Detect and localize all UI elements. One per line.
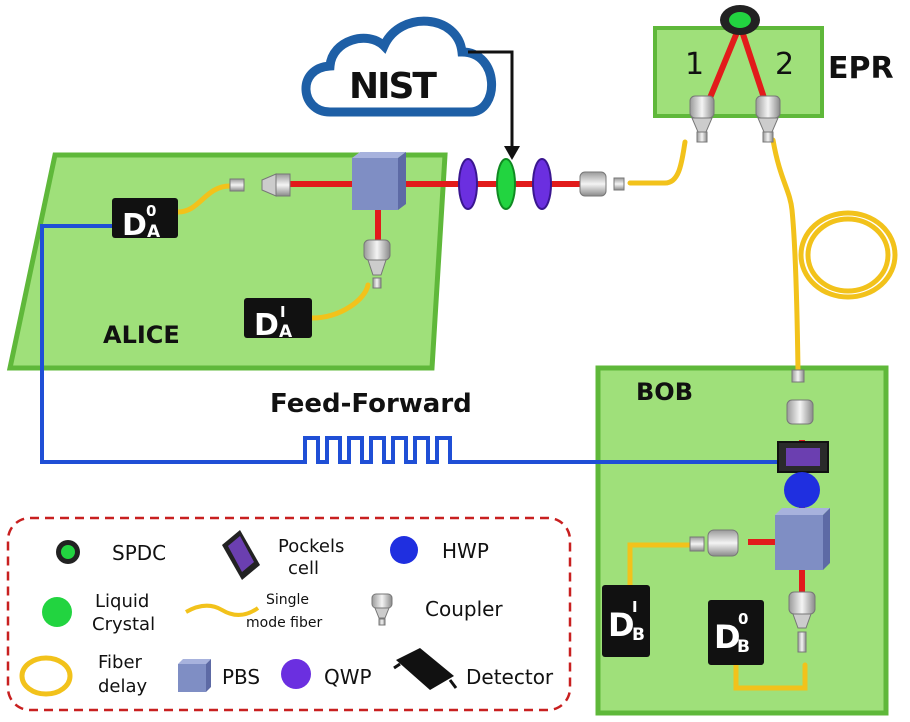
qwp-alice-2	[532, 158, 552, 210]
detector-bob-0: D 0 B	[708, 600, 764, 665]
legend-pbs-label: PBS	[222, 665, 260, 689]
pbs-alice	[352, 152, 406, 210]
detector-alice-0-letter: D	[122, 208, 147, 243]
coupler-alice-v	[363, 239, 391, 289]
spdc-source	[720, 5, 760, 35]
detector-bob-1: D I B	[602, 585, 650, 657]
legend-hwp-label: HWP	[442, 539, 489, 563]
coupler-epr-2	[755, 95, 781, 143]
fibers	[175, 137, 808, 691]
detector-bob-1-sub: B	[632, 625, 645, 645]
legend-pockels-label-1: Pockels	[278, 536, 344, 557]
feed-forward-label: Feed-Forward	[270, 389, 472, 419]
pockels-cell-bob	[777, 441, 829, 473]
legend-smf-swatch	[185, 603, 260, 617]
detector-bob-0-sup: 0	[738, 610, 748, 628]
epr-port-2: 2	[775, 47, 794, 82]
legend-detector-swatch	[393, 648, 458, 690]
detector-bob-0-sub: B	[737, 637, 750, 657]
liquid-crystal-alice	[496, 158, 516, 210]
nist-label: NIST	[349, 66, 437, 107]
hwp-bob	[784, 472, 820, 508]
pbs-bob	[775, 508, 830, 570]
legend-delay-label-1: Fiber	[98, 652, 143, 673]
legend-hwp-swatch	[390, 536, 418, 564]
epr-port-1: 1	[685, 47, 704, 82]
detector-bob-0-letter: D	[714, 618, 741, 656]
legend-pbs-swatch	[178, 659, 211, 692]
qwp-alice-1	[458, 158, 478, 210]
coupler-epr-1	[689, 95, 715, 143]
fiber-delay-coil	[798, 210, 898, 300]
legend-coupler-swatch	[371, 593, 393, 626]
legend-detector-label: Detector	[466, 665, 554, 689]
nist-arrow-head	[504, 146, 520, 160]
detector-alice-0-sup: 0	[146, 202, 156, 220]
epr-table	[653, 26, 824, 118]
legend: SPDC Pockels cell HWP Liquid Crystal Sin…	[6, 516, 572, 712]
nist-control-line	[468, 50, 514, 148]
legend-spdc-label: SPDC	[112, 541, 166, 565]
legend-smf-label-1: Single	[266, 592, 309, 608]
legend-lc-swatch	[42, 597, 72, 627]
detector-alice-1: D I A	[244, 298, 312, 343]
coupler-bob-in	[786, 369, 814, 425]
detector-alice-0: D 0 A	[112, 198, 178, 243]
detector-bob-1-sup: I	[632, 598, 638, 616]
epr-label: EPR	[828, 51, 894, 86]
legend-pockels-swatch	[222, 530, 260, 580]
coupler-alice-h	[229, 173, 291, 197]
bob-label: BOB	[636, 378, 693, 406]
legend-qwp-label: QWP	[324, 665, 372, 689]
legend-qwp-swatch	[281, 659, 311, 689]
legend-delay-swatch	[19, 655, 73, 697]
legend-coupler-label: Coupler	[425, 597, 503, 621]
detector-alice-1-sup: I	[280, 303, 286, 321]
feed-forward-cable	[40, 224, 785, 464]
legend-lc-label-1: Liquid	[95, 591, 149, 612]
legend-smf-label-2: mode fiber	[246, 615, 322, 631]
nist-cloud: NIST	[301, 16, 496, 117]
detector-alice-0-sub: A	[147, 222, 161, 242]
coupler-bob-h	[689, 529, 739, 557]
coupler-alice-out	[579, 171, 625, 197]
detector-bob-1-letter: D	[608, 606, 635, 644]
detector-alice-1-sub: A	[279, 322, 293, 342]
coupler-bob-v	[788, 591, 816, 653]
legend-pockels-label-2: cell	[288, 558, 319, 579]
alice-label: ALICE	[103, 321, 180, 349]
detector-alice-1-letter: D	[254, 308, 279, 343]
legend-delay-label-2: delay	[98, 676, 148, 697]
legend-lc-label-2: Crystal	[92, 614, 155, 635]
